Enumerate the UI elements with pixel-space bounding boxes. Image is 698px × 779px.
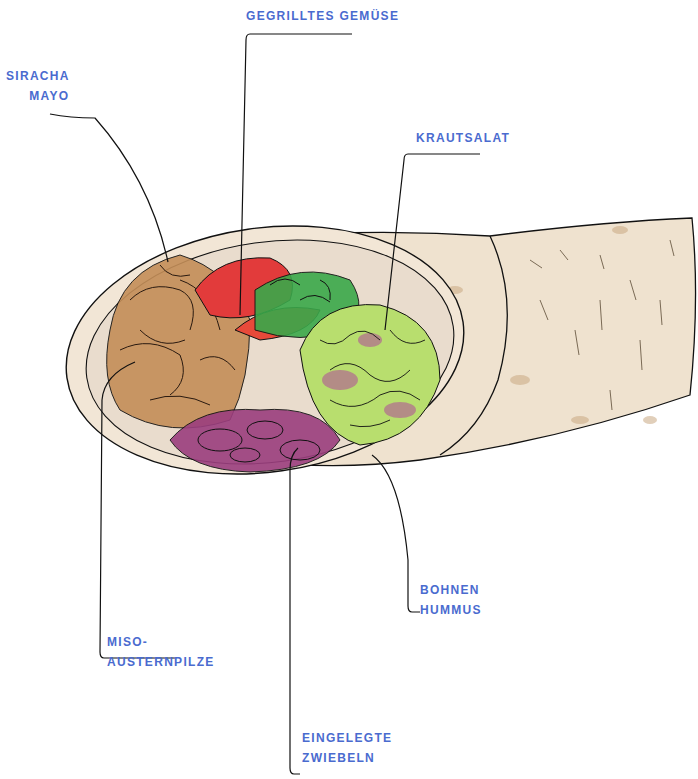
- filling-outline: [71, 217, 468, 486]
- ingredient-label: GEGRILLTES GEMÜSE: [246, 6, 399, 26]
- onion-rings: [198, 421, 320, 462]
- coleslaw-strokes: [320, 330, 425, 427]
- tortilla-edge: [50, 201, 480, 498]
- tortilla-texture: [530, 240, 674, 410]
- ingredient-label: EINGELEGTE ZWIEBELN: [302, 728, 392, 768]
- ingredient-label: MISO- AUSTERNPILZE: [107, 632, 215, 672]
- leader-line: [385, 154, 480, 330]
- leader-line: [290, 448, 300, 774]
- leader-line: [372, 455, 420, 612]
- onion-fill: [170, 409, 340, 472]
- leader-line: [50, 114, 168, 262]
- coleslaw-cabbage: [322, 333, 416, 418]
- ingredient-label: SIRACHA MAYO: [6, 66, 69, 106]
- leader-lines: [50, 34, 480, 774]
- vegetable-strokes: [270, 279, 330, 302]
- leader-line: [100, 362, 175, 658]
- leader-line: [240, 34, 352, 315]
- ingredient-label: KRAUTSALAT: [416, 128, 510, 148]
- ingredient-label: BOHNEN HUMMUS: [420, 580, 482, 620]
